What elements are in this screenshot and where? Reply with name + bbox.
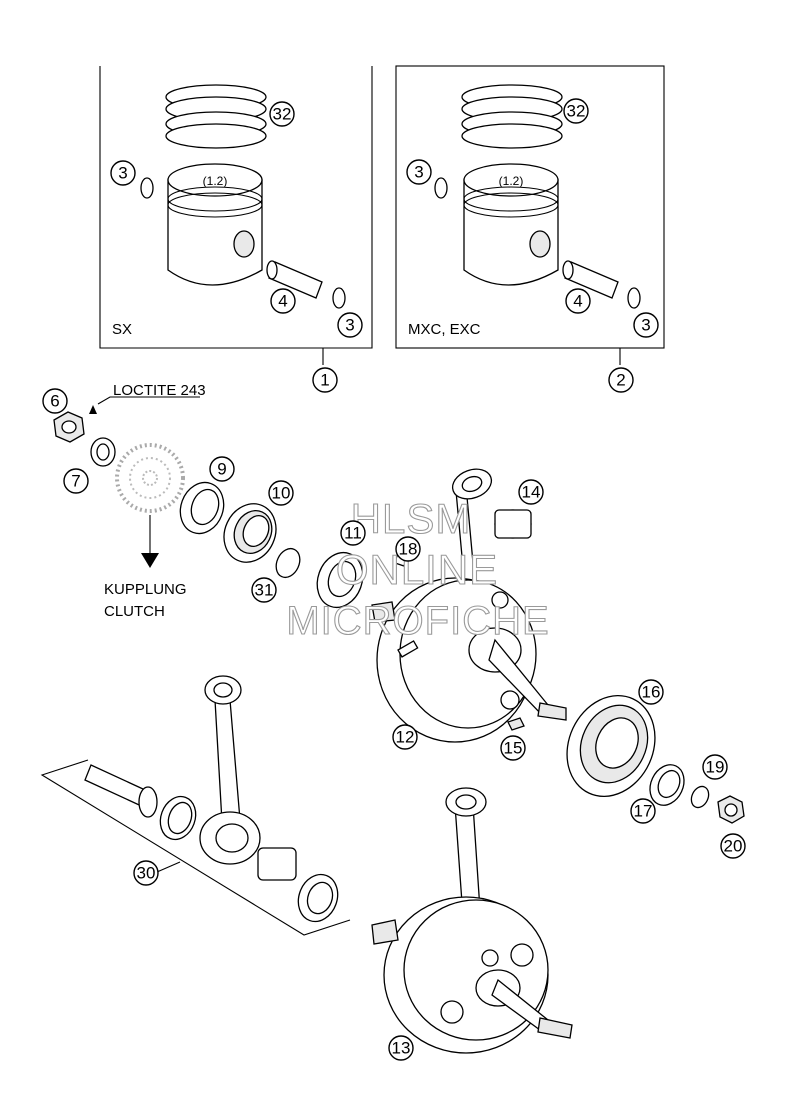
svg-text:12: 12 <box>396 728 415 747</box>
piston-kit-mxc-exc-box: MXC, EXC <box>395 65 665 365</box>
callout-15: 15 <box>500 735 526 761</box>
callout-1: 1 <box>312 367 338 393</box>
svg-text:3: 3 <box>414 163 423 182</box>
callout-17: 18 <box>395 536 421 562</box>
callout-18: 17 <box>630 798 656 824</box>
callout-3-right-bottom: 3 <box>633 312 659 338</box>
crankshaft-13 <box>371 787 573 1054</box>
piston-rings-right <box>461 84 563 149</box>
circlip-left-2 <box>332 287 346 309</box>
conrod-kit-30 <box>40 675 351 936</box>
nut-6 <box>53 411 85 443</box>
seal-18 <box>649 764 685 806</box>
watermark-line-1: HLSM <box>351 495 472 542</box>
svg-text:10: 10 <box>272 484 291 503</box>
circlip-left-1 <box>140 177 154 199</box>
loctite-label: LOCTITE 243 <box>113 382 206 399</box>
callout-4-right: 4 <box>565 288 591 314</box>
callout-14: 14 <box>518 479 544 505</box>
piston-left: (1.2) <box>167 163 263 286</box>
circlip-right-2 <box>627 287 641 309</box>
callout-12: 12 <box>392 724 418 750</box>
svg-text:16: 16 <box>642 683 661 702</box>
watermark: HLSM ONLINE MICROFICHE <box>286 494 549 643</box>
callout-4-left: 4 <box>270 288 296 314</box>
seal-9 <box>179 481 225 535</box>
shim-31 <box>275 547 301 579</box>
svg-text:1: 1 <box>320 371 329 390</box>
svg-text:(1.2): (1.2) <box>203 174 228 188</box>
seal-11 <box>316 551 364 609</box>
kit-label-mxc-exc: MXC, EXC <box>408 321 481 338</box>
washer-7 <box>90 437 116 467</box>
piston-pin-right <box>562 260 619 299</box>
svg-text:20: 20 <box>724 837 743 856</box>
callout-19: 19 <box>702 754 728 780</box>
key-15 <box>507 717 525 731</box>
callout-31: 31 <box>251 577 277 603</box>
bearing-16 <box>566 694 656 798</box>
svg-text:7: 7 <box>71 472 80 491</box>
svg-text:19: 19 <box>706 758 725 777</box>
svg-text:4: 4 <box>278 292 287 311</box>
callout-30: 30 <box>133 860 159 886</box>
callout-32-right: 32 <box>563 98 589 124</box>
svg-text:6: 6 <box>50 392 59 411</box>
callout-2: 2 <box>608 367 634 393</box>
svg-text:32: 32 <box>273 105 292 124</box>
callout-10: 10 <box>268 480 294 506</box>
clutch-label-de: KUPPLUNG <box>104 581 187 598</box>
bearing-10 <box>223 503 277 563</box>
svg-text:32: 32 <box>567 102 586 121</box>
svg-text:17: 17 <box>634 802 653 821</box>
svg-text:14: 14 <box>522 483 541 502</box>
piston-kit-sx-box: SX <box>99 66 373 365</box>
needle-bearing-14 <box>494 509 532 539</box>
callout-9: 9 <box>209 456 235 482</box>
crankshaft-12 <box>371 468 567 743</box>
piston-rings-left <box>165 84 267 149</box>
svg-text:2: 2 <box>616 371 625 390</box>
loctite-drop-icon <box>89 405 97 414</box>
circlip-right-1 <box>434 177 448 199</box>
callout-11: 11 <box>340 520 366 546</box>
svg-text:9: 9 <box>217 460 226 479</box>
clutch-gear-ghost <box>115 443 185 513</box>
kit-label-sx: SX <box>112 321 132 338</box>
svg-text:3: 3 <box>641 316 650 335</box>
svg-text:13: 13 <box>392 1039 411 1058</box>
svg-text:11: 11 <box>344 524 362 543</box>
washer-19 <box>690 785 710 809</box>
nut-20 <box>717 795 745 824</box>
svg-text:(1.2): (1.2) <box>499 174 524 188</box>
svg-text:3: 3 <box>118 164 127 183</box>
callout-6: 6 <box>42 388 68 414</box>
clutch-arrow-icon <box>141 515 159 568</box>
svg-text:3: 3 <box>345 316 354 335</box>
callout-32-left: 32 <box>269 101 295 127</box>
svg-text:4: 4 <box>573 292 582 311</box>
svg-text:31: 31 <box>255 581 274 600</box>
loctite-leader <box>97 396 200 405</box>
callout-7: 7 <box>63 468 89 494</box>
svg-text:18: 18 <box>399 540 418 559</box>
piston-right: (1.2) <box>463 163 559 286</box>
callout-3-right-top: 3 <box>406 159 432 185</box>
svg-text:30: 30 <box>137 864 156 883</box>
callout-3-left-bottom: 3 <box>337 312 363 338</box>
callout-20: 20 <box>720 833 746 859</box>
svg-text:15: 15 <box>504 739 523 758</box>
watermark-line-3: MICROFICHE <box>286 599 549 643</box>
callout-13: 13 <box>388 1035 414 1061</box>
clutch-label-en: CLUTCH <box>104 603 165 620</box>
callout-3-left-top: 3 <box>110 160 136 186</box>
piston-pin-left <box>266 260 323 299</box>
callout-16: 16 <box>638 679 664 705</box>
